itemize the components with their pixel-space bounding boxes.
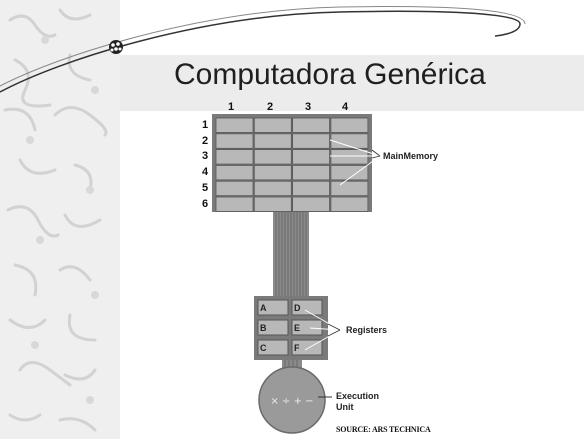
register-cell [291, 319, 323, 336]
memory-cell [215, 196, 254, 212]
register-letter: A [260, 303, 267, 313]
memory-column-number: 3 [305, 101, 311, 113]
memory-cell [330, 117, 369, 133]
memory-cell [330, 196, 369, 212]
memory-cell [215, 133, 254, 149]
memory-cell [215, 117, 254, 133]
memory-cell [330, 133, 369, 149]
memory-cell [253, 196, 292, 212]
pattern-art [3, 8, 108, 432]
memory-cell [253, 164, 292, 181]
memory-cell [253, 133, 292, 149]
register-letter: D [294, 303, 301, 313]
memory-column-number: 2 [267, 101, 273, 113]
memory-row-number: 3 [202, 150, 208, 162]
bullet-globe-icon [109, 40, 123, 54]
memory-cell [215, 164, 254, 181]
memory-cell [292, 133, 331, 149]
memory-pointer-lines [329, 139, 381, 186]
decorative-pattern [0, 0, 120, 439]
register-letter: C [260, 343, 267, 353]
memory-cell [253, 117, 292, 133]
memory-cell [215, 149, 254, 165]
execution-operators: × ÷ + − [270, 396, 313, 407]
register-letter: F [294, 343, 300, 353]
memory-cell [330, 149, 369, 165]
memory-cell [292, 180, 331, 197]
memory-cell [330, 164, 369, 181]
register-cell [291, 339, 323, 356]
register-cell [291, 299, 323, 316]
memory-row-number: 5 [202, 182, 208, 194]
register-cell [257, 339, 289, 356]
memory-cell [292, 149, 331, 165]
memory-cell [253, 180, 292, 197]
memory-row-number: 4 [202, 166, 209, 178]
memory-row-number: 2 [202, 135, 208, 147]
memory-cell [215, 180, 254, 197]
register-letter: B [260, 323, 267, 333]
memory-row-number: 1 [202, 119, 208, 131]
execution-label-line1: Execution [336, 391, 379, 401]
execution-unit-circle [258, 366, 326, 434]
memory-cell [253, 149, 292, 165]
memory-row-number: 6 [202, 198, 208, 210]
swoosh-curve [0, 10, 521, 93]
main-memory-label: MainMemory [383, 151, 438, 161]
memory-column-number: 1 [228, 101, 234, 113]
bus-lines [273, 212, 309, 372]
register-cell [257, 319, 289, 336]
slide-title: Computadora Genérica [174, 58, 486, 91]
execution-label-line2: Unit [336, 402, 354, 412]
register-letter: E [294, 323, 300, 333]
memory-cell [292, 196, 331, 212]
source-credit: SOURCE: ARS TECHNICA [336, 425, 431, 434]
memory-column-number: 4 [342, 101, 349, 113]
registers-label: Registers [346, 325, 387, 335]
swoosh-curve-outer [0, 5, 526, 87]
memory-cell [292, 164, 331, 181]
memory-cell [292, 117, 331, 133]
title-band [120, 55, 584, 111]
memory-cell [330, 180, 369, 197]
register-cell [257, 299, 289, 316]
